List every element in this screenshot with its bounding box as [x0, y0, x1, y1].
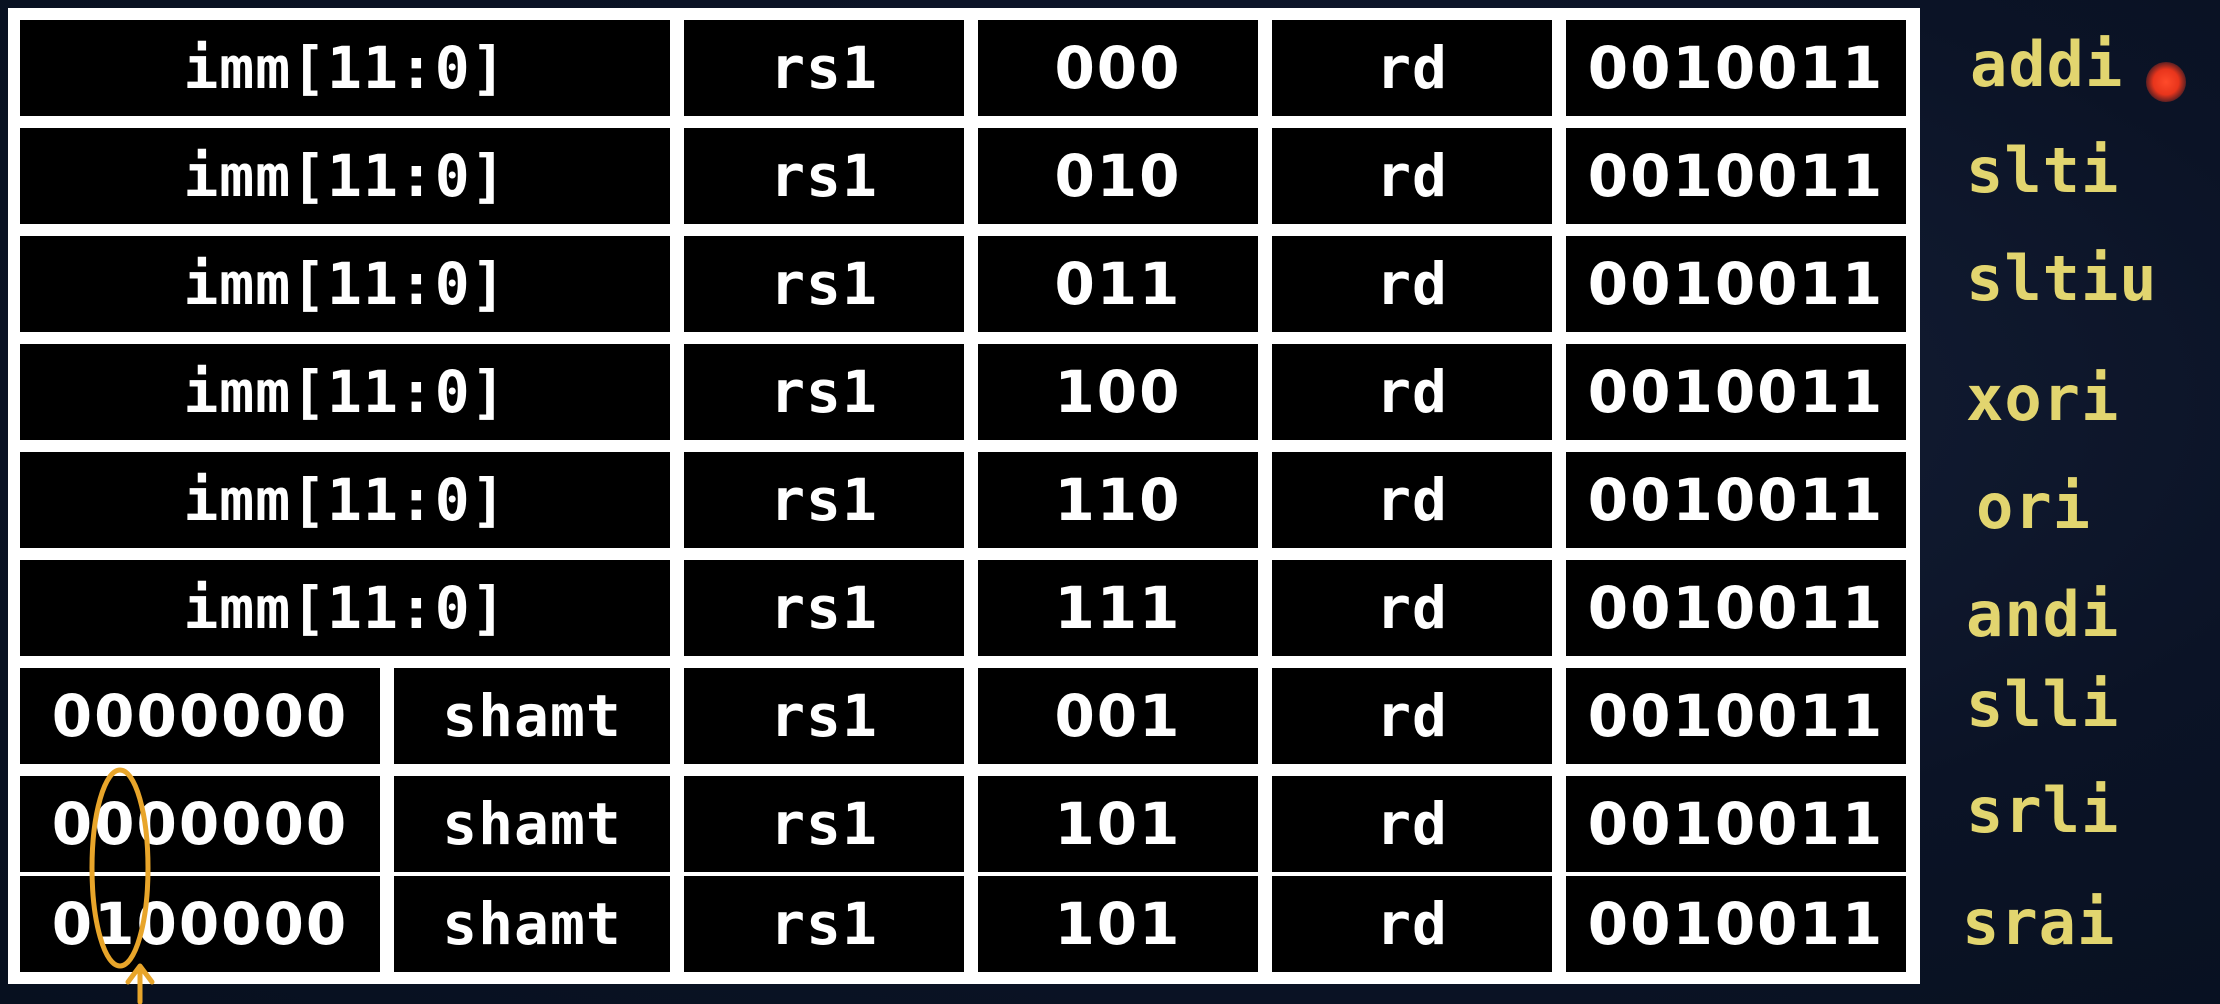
field-imm: imm[11:0] — [20, 344, 670, 440]
field-rd: rd — [1272, 776, 1552, 872]
field-opcode: 0010011 — [1566, 876, 1906, 972]
mnemonic-slti: slti — [1966, 134, 2120, 207]
field-opcode: 0010011 — [1566, 128, 1906, 224]
field-imm: imm[11:0] — [20, 452, 670, 548]
encoding-table: imm[11:0] rs1 000 rd 0010011 imm[11:0] r… — [8, 8, 1920, 984]
field-shamt: shamt — [394, 776, 670, 872]
field-rd: rd — [1272, 668, 1552, 764]
field-opcode: 0010011 — [1566, 560, 1906, 656]
field-rd: rd — [1272, 560, 1552, 656]
field-rd: rd — [1272, 20, 1552, 116]
field-shamt: shamt — [394, 876, 670, 972]
field-shamt: shamt — [394, 668, 670, 764]
field-rs1: rs1 — [684, 668, 964, 764]
field-funct3: 100 — [978, 344, 1258, 440]
field-opcode: 0010011 — [1566, 344, 1906, 440]
field-funct3: 011 — [978, 236, 1258, 332]
field-funct3: 111 — [978, 560, 1258, 656]
mnemonic-xori: xori — [1966, 362, 2120, 435]
field-funct3: 110 — [978, 452, 1258, 548]
field-rs1: rs1 — [684, 128, 964, 224]
mnemonic-slli: slli — [1966, 668, 2120, 741]
field-rd: rd — [1272, 876, 1552, 972]
field-funct3: 010 — [978, 128, 1258, 224]
field-opcode: 0010011 — [1566, 452, 1906, 548]
field-rd: rd — [1272, 344, 1552, 440]
mnemonic-andi: andi — [1966, 578, 2120, 651]
field-imm: imm[11:0] — [20, 20, 670, 116]
mnemonic-addi: addi — [1970, 28, 2124, 101]
field-funct3: 101 — [978, 776, 1258, 872]
mnemonic-srli: srli — [1966, 774, 2120, 847]
field-opcode: 0010011 — [1566, 668, 1906, 764]
field-imm: imm[11:0] — [20, 128, 670, 224]
field-imm: imm[11:0] — [20, 236, 670, 332]
field-funct7: 0000000 — [20, 668, 380, 764]
mnemonic-srai: srai — [1962, 886, 2116, 959]
field-rs1: rs1 — [684, 344, 964, 440]
field-rs1: rs1 — [684, 876, 964, 972]
field-rs1: rs1 — [684, 452, 964, 548]
field-funct3: 101 — [978, 876, 1258, 972]
field-opcode: 0010011 — [1566, 236, 1906, 332]
field-rs1: rs1 — [684, 236, 964, 332]
laser-pointer-dot — [2146, 62, 2186, 102]
field-opcode: 0010011 — [1566, 20, 1906, 116]
field-opcode: 0010011 — [1566, 776, 1906, 872]
field-rd: rd — [1272, 128, 1552, 224]
mnemonic-ori: ori — [1976, 470, 2091, 543]
field-rd: rd — [1272, 236, 1552, 332]
field-imm: imm[11:0] — [20, 560, 670, 656]
field-rs1: rs1 — [684, 560, 964, 656]
field-rd: rd — [1272, 452, 1552, 548]
field-funct7: 0000000 — [20, 776, 380, 872]
field-rs1: rs1 — [684, 776, 964, 872]
field-funct3: 001 — [978, 668, 1258, 764]
mnemonic-sltiu: sltiu — [1966, 242, 2158, 315]
field-funct7: 0100000 — [20, 876, 380, 972]
field-funct3: 000 — [978, 20, 1258, 116]
field-rs1: rs1 — [684, 20, 964, 116]
